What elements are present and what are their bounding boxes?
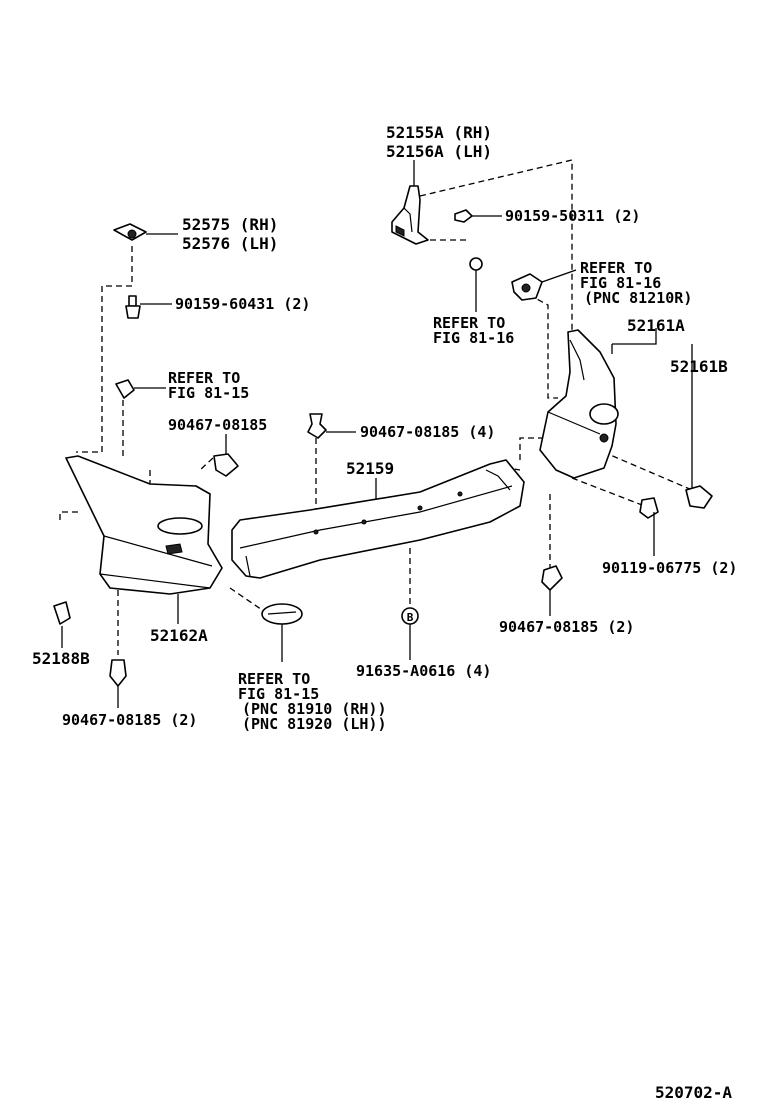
reinforcement-52159-part <box>231 459 525 579</box>
label-52156a: 52156A (LH) <box>386 142 492 161</box>
bolt-52161b-part <box>685 485 713 509</box>
label-pnc-81910: (PNC 81910 (RH)) <box>242 700 387 718</box>
label-52159: 52159 <box>346 459 394 478</box>
label-90467-08185-2r: 90467-08185 (2) <box>499 618 634 636</box>
bumper-cover-52162a-part <box>65 455 223 595</box>
label-refer-to-a: REFER TO <box>580 259 652 277</box>
label-52575: 52575 (RH) <box>182 215 278 234</box>
clip-90467-08185-2r-part <box>541 565 563 591</box>
label-52161b: 52161B <box>670 357 728 376</box>
clip-81-15-part <box>115 379 135 399</box>
label-fig-81-15-b: FIG 81-15 <box>238 685 319 703</box>
bracket-52155a-part <box>391 185 429 245</box>
label-fig-81-16-a: FIG 81-16 <box>580 274 661 292</box>
reflector-81-15-part <box>261 603 303 625</box>
pad-52188b-part <box>53 601 71 625</box>
label-90119-06775: 90119-06775 (2) <box>602 559 737 577</box>
clip-90467-08185-2l-part <box>109 659 127 687</box>
label-pnc-81210r: (PNC 81210R) <box>584 289 692 307</box>
label-refer-to-b: REFER TO <box>433 314 505 332</box>
retainer-81-16-part <box>469 257 543 301</box>
label-52155a: 52155A (RH) <box>386 123 492 142</box>
label-90159-60431: 90159-60431 (2) <box>175 295 310 313</box>
label-refer-to-c: REFER TO <box>168 369 240 387</box>
fastener-b-marker: B <box>401 607 419 625</box>
label-fig-81-15-a: FIG 81-15 <box>168 384 249 402</box>
bolt-90159-50311-part <box>454 209 473 223</box>
label-91635-a0616: 91635-A0616 (4) <box>356 662 491 680</box>
bolt-90119-06775-part <box>639 497 659 519</box>
label-52576: 52576 (LH) <box>182 234 278 253</box>
label-90467-08185: 90467-08185 <box>168 416 267 434</box>
label-refer-to-d: REFER TO <box>238 670 310 688</box>
label-pnc-81920: (PNC 81920 (LH)) <box>242 715 387 733</box>
label-90467-08185-2l: 90467-08185 (2) <box>62 711 197 729</box>
b-marker-text: B <box>407 611 414 624</box>
label-90467-08185-4: 90467-08185 (4) <box>360 423 495 441</box>
label-52188b: 52188B <box>32 649 90 668</box>
leader-lines <box>61 160 693 708</box>
label-90159-50311: 90159-50311 (2) <box>505 207 640 225</box>
callout-labels: 52155A (RH) 52156A (LH) 90159-50311 (2) … <box>32 123 737 1102</box>
clip-52575-part <box>113 223 147 241</box>
label-52161a: 52161A <box>627 316 685 335</box>
bumper-cover-52161a-part <box>539 329 619 479</box>
bolt-90159-60431-part <box>125 295 141 319</box>
diagram-id: 520702-A <box>655 1083 732 1102</box>
clip-90467-08185-part <box>213 453 239 477</box>
label-fig-81-16-b: FIG 81-16 <box>433 329 514 347</box>
clip-90467-08185-4-part <box>307 413 327 439</box>
label-52162a: 52162A <box>150 626 208 645</box>
